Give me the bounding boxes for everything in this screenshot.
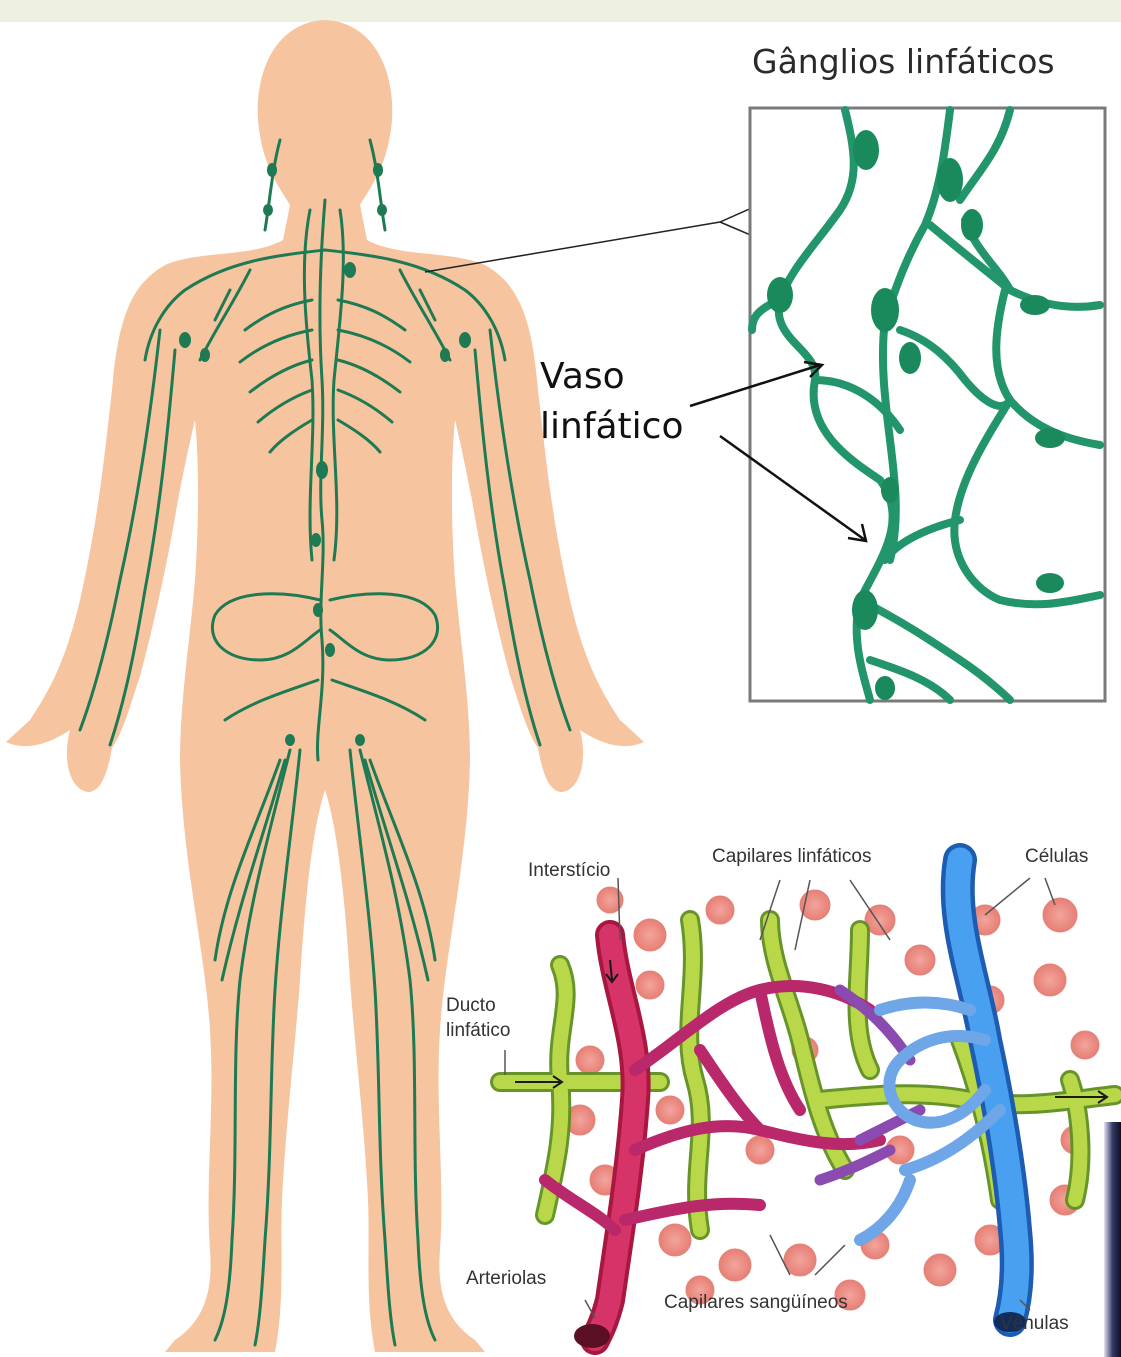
- partial-photo-edge: [1104, 1122, 1121, 1357]
- ganglios-label: Gânglios linfáticos: [752, 42, 1055, 81]
- ducto-linfatico-label: Ducto linfático: [446, 993, 556, 1043]
- capillary-bed-illustration: [500, 860, 1115, 1348]
- capilares-linfaticos-label: Capilares linfáticos: [712, 846, 871, 868]
- capilares-sanguineos-label: Capilares sangüíneos: [664, 1292, 848, 1314]
- intersticio-label: Interstício: [528, 860, 610, 882]
- celulas-label: Células: [1025, 846, 1088, 868]
- venulas-label: Vênulas: [1000, 1313, 1069, 1335]
- vaso-linfatico-label: Vaso linfático: [540, 352, 730, 452]
- arteriolas-label: Arteriolas: [466, 1268, 546, 1290]
- lymph-node-zoom-box: [750, 108, 1105, 701]
